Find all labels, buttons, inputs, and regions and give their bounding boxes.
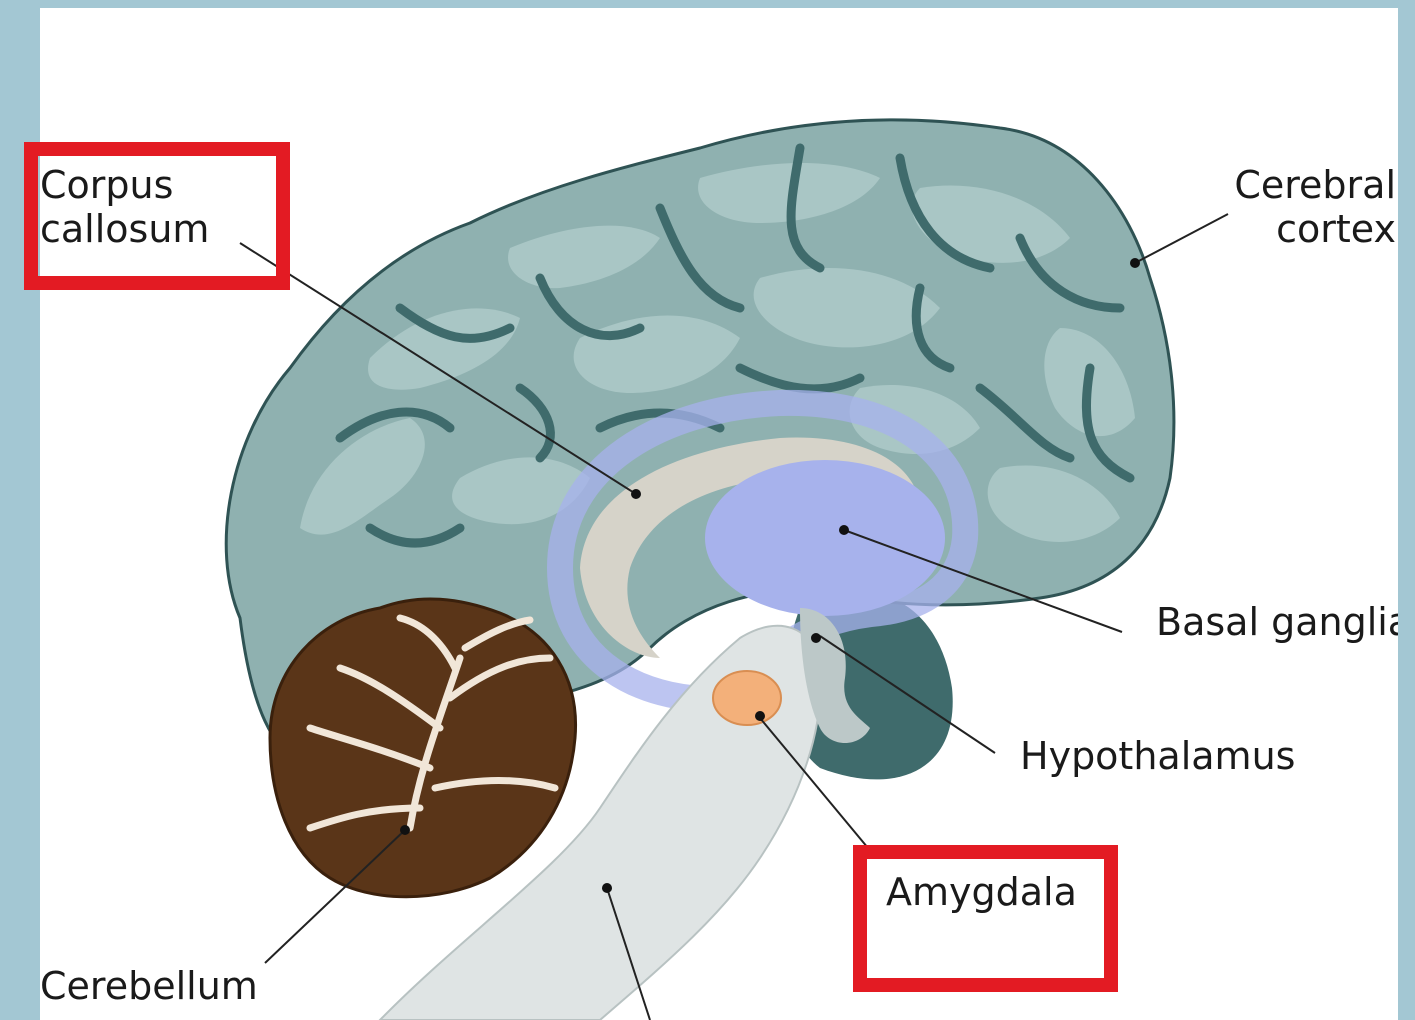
label-cerebellum: Cerebellum bbox=[40, 964, 258, 1008]
label-amygdala: Amygdala bbox=[886, 870, 1077, 914]
label-cerebral-cortex: Cerebral cortex bbox=[1234, 163, 1396, 251]
label-cerebral-cortex-line2: cortex bbox=[1234, 207, 1396, 251]
cerebellum-shape bbox=[270, 599, 576, 897]
label-cerebral-cortex-line1: Cerebral bbox=[1234, 163, 1396, 207]
label-corpus-callosum-line2: callosum bbox=[40, 207, 209, 251]
label-corpus-callosum: Corpus callosum bbox=[40, 163, 209, 251]
label-corpus-callosum-line1: Corpus bbox=[40, 163, 209, 207]
basal-ganglia bbox=[705, 460, 945, 616]
brain-illustration bbox=[40, 8, 1398, 1020]
amygdala-shape bbox=[713, 671, 781, 725]
diagram-panel: Corpus callosum Cerebral cortex Basal ga… bbox=[40, 8, 1398, 1020]
label-hypothalamus: Hypothalamus bbox=[1020, 734, 1295, 778]
label-basal-ganglia: Basal ganglia bbox=[1156, 600, 1398, 644]
